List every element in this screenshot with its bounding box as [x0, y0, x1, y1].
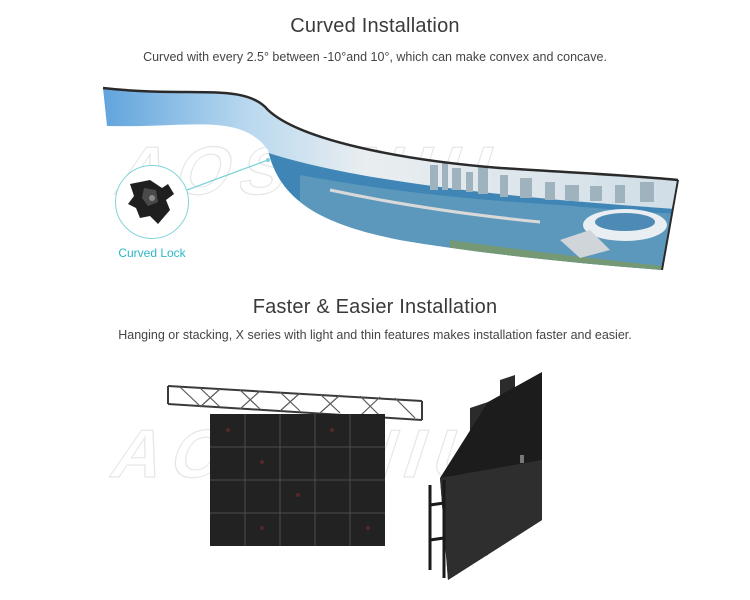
- curved-installation-title: Curved Installation: [290, 15, 460, 37]
- curved-lock-label: Curved Lock: [118, 246, 186, 260]
- faster-installation-title: Faster & Easier Installation: [252, 296, 498, 318]
- curved-installation-description: Curved with every 2.5° between -10°and 1…: [143, 50, 607, 64]
- curved-lock-icon: [128, 180, 174, 224]
- curved-lock-callout: [115, 165, 189, 239]
- faster-installation-description: Hanging or stacking, X series with light…: [118, 328, 632, 342]
